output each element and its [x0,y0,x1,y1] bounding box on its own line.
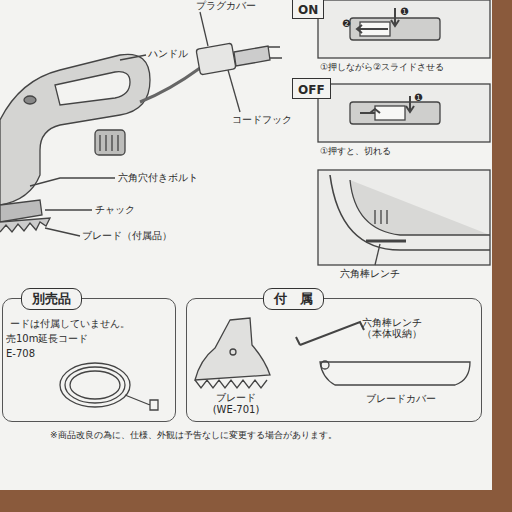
note: ードは付属していません。 [10,318,130,330]
panel-heading: 付 属 [263,288,324,310]
accessory-panel: 別売品 [2,298,176,422]
caption: ※商品改良の為に、仕様、外観は予告なしに変更する場合があります。 [50,430,337,440]
state-tag: OFF [292,78,331,99]
accessory-panel: 付 属 [186,298,482,422]
instruction: ①押しながら②スライドさせる [320,62,444,72]
instruction: ①押すと、切れる [320,146,391,156]
note: 売10m延長コード [6,333,88,345]
part-label: ブレード（付属品） [82,230,172,242]
callout-number: ❶ [414,92,423,104]
panel-heading: 別売品 [21,288,82,310]
part-label: 六角穴付きボルト [118,172,198,184]
part-label: ブレード (WE-701) [208,392,264,415]
part-label: ブレードカバー [366,393,436,405]
part-label: ハンドル [148,48,188,60]
callout-number: ❶ [400,6,409,18]
part-label: 六角棒レンチ （本体収納） [360,318,424,340]
part-label: 六角棒レンチ [340,268,400,280]
note: E-708 [6,348,35,360]
part-label: プラグカバー [196,0,256,12]
part-label: コードフック [232,114,292,126]
state-label: ON [298,3,318,17]
state-tag: ON [292,0,324,19]
state-label: OFF [298,83,325,97]
callout-number: ❷ [342,18,351,30]
part-label: チャック [95,204,135,216]
